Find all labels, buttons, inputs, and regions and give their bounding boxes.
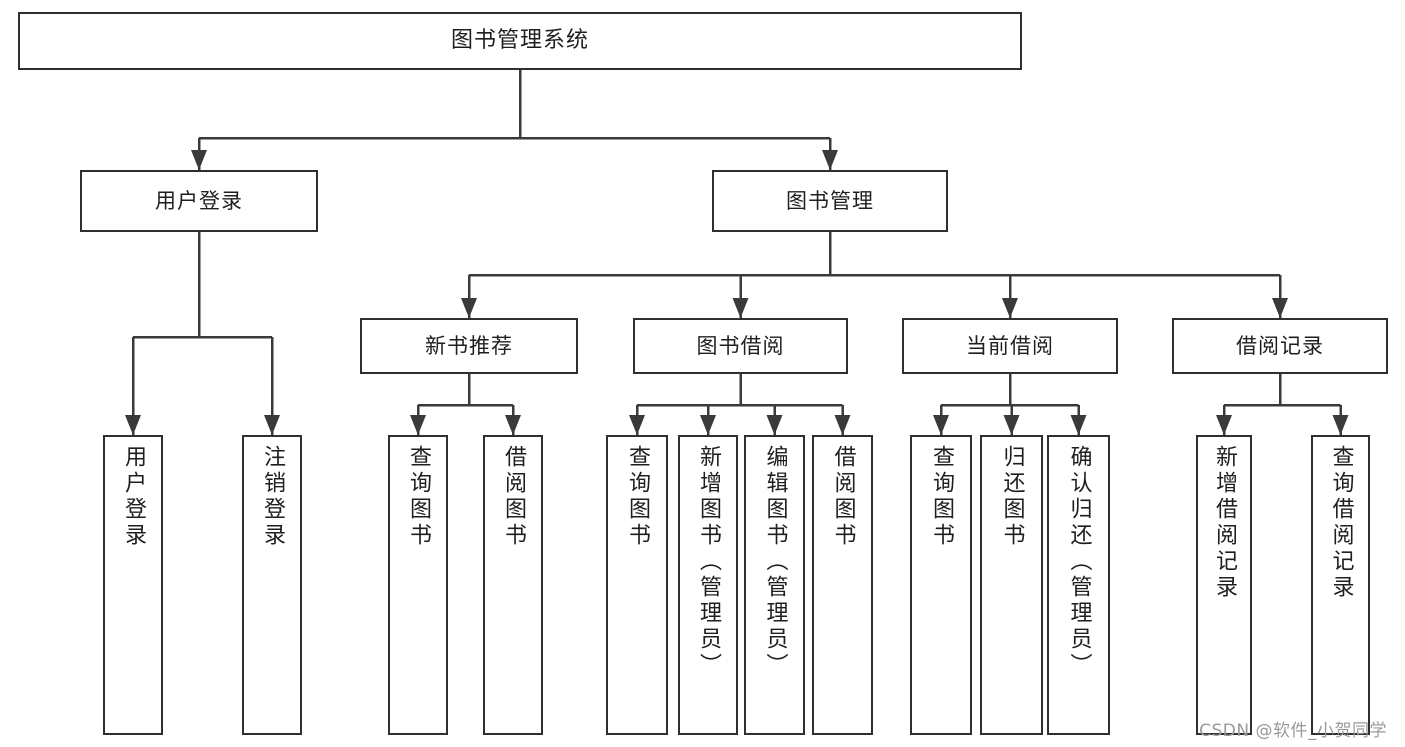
node-borrow-record[interactable]: 借阅记录 <box>1172 318 1388 374</box>
node-leaf-user-login[interactable]: 用户登录 <box>103 435 163 735</box>
node-label: 查询图书 <box>625 445 650 549</box>
node-leaf-user-logout[interactable]: 注销登录 <box>242 435 302 735</box>
node-current-borrow[interactable]: 当前借阅 <box>902 318 1118 374</box>
node-label: 新增借阅记录 <box>1212 445 1237 601</box>
node-label: 借阅图书 <box>501 445 526 549</box>
node-root[interactable]: 图书管理系统 <box>18 12 1022 70</box>
node-label: 图书管理系统 <box>450 28 589 54</box>
node-leaf-query-book-3[interactable]: 查询图书 <box>910 435 972 735</box>
node-leaf-borrow-book-2[interactable]: 借阅图书 <box>812 435 873 735</box>
node-label: 用户登录 <box>121 445 146 549</box>
node-label: 借阅图书 <box>830 445 856 549</box>
node-new-book-recommend[interactable]: 新书推荐 <box>360 318 578 374</box>
node-book-manage[interactable]: 图书管理 <box>712 170 948 232</box>
node-label: 图书借阅 <box>696 333 785 358</box>
node-leaf-edit-book-admin[interactable]: 编辑图书（管理员） <box>744 435 805 735</box>
node-label: 用户登录 <box>155 188 243 213</box>
node-leaf-confirm-return-admin[interactable]: 确认归还（管理员） <box>1047 435 1110 735</box>
node-label: 查询图书 <box>929 445 954 549</box>
node-leaf-return-book[interactable]: 归还图书 <box>980 435 1043 735</box>
node-user-login[interactable]: 用户登录 <box>80 170 318 232</box>
node-label: 查询借阅记录 <box>1328 445 1354 601</box>
node-label: 新书推荐 <box>425 333 513 358</box>
node-leaf-add-book-admin[interactable]: 新增图书（管理员） <box>678 435 738 735</box>
node-leaf-add-borrow-record[interactable]: 新增借阅记录 <box>1196 435 1252 735</box>
node-label: 借阅记录 <box>1236 333 1324 358</box>
node-label: 当前借阅 <box>966 333 1054 358</box>
node-label: 确认归还（管理员） <box>1066 445 1092 679</box>
node-label: 图书管理 <box>786 188 874 213</box>
node-book-borrow[interactable]: 图书借阅 <box>633 318 848 374</box>
node-leaf-borrow-book-1[interactable]: 借阅图书 <box>483 435 543 735</box>
node-leaf-query-book-1[interactable]: 查询图书 <box>388 435 448 735</box>
node-label: 新增图书（管理员） <box>696 445 721 679</box>
node-label: 查询图书 <box>406 445 431 549</box>
node-leaf-query-book-2[interactable]: 查询图书 <box>606 435 668 735</box>
node-label: 注销登录 <box>260 445 285 549</box>
node-label: 归还图书 <box>999 445 1025 549</box>
node-label: 编辑图书（管理员） <box>762 445 788 679</box>
node-leaf-query-borrow-record[interactable]: 查询借阅记录 <box>1311 435 1370 735</box>
